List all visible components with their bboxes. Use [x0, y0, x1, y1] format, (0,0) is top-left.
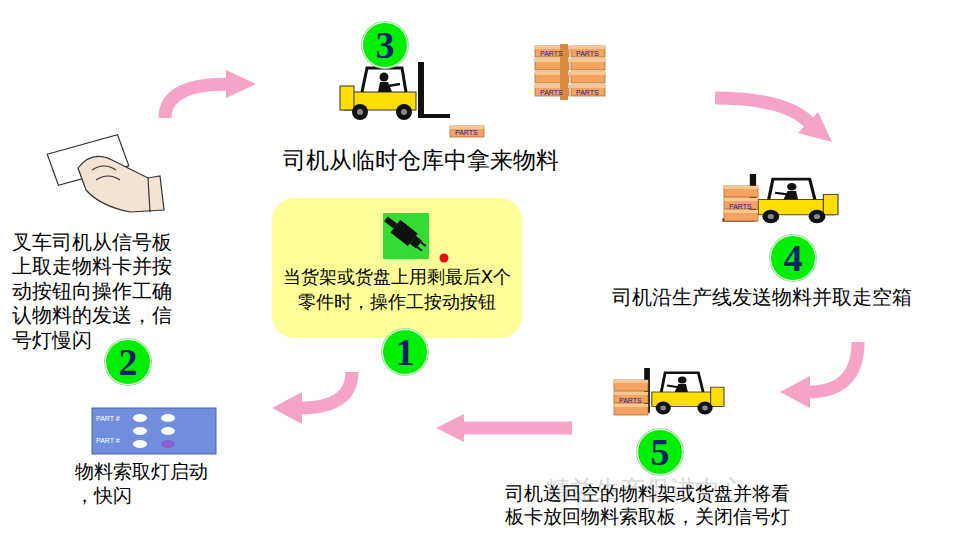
step-circle: 5 — [637, 429, 683, 475]
step-circle: 1 — [382, 329, 428, 375]
step-text: 司机沿生产线发送物料并取走空箱 — [612, 284, 942, 310]
note-box: 当货架或货盘上用剩最后X个零件时，操作工按动按钮 — [272, 198, 522, 338]
step-circle: 3 — [362, 22, 408, 68]
part-label: PARTS — [540, 89, 563, 96]
part-label: PARTS — [455, 129, 478, 136]
note-text: 当货架或货盘上用剩最后X个零件时，操作工按动按钮 — [278, 265, 516, 314]
step-text: 司机从临时仓库中拿来物料 — [283, 146, 583, 176]
step-number: 3 — [376, 23, 395, 67]
step-number: 2 — [119, 340, 138, 384]
step-number: 5 — [651, 430, 670, 474]
step-text: 司机送回空的物料架或货盘并将看板卡放回物料索取板，关闭信号灯 — [505, 482, 805, 528]
part-label: PART # — [96, 437, 120, 444]
step-number: 4 — [784, 236, 803, 280]
part-label: PARTS — [729, 203, 752, 210]
part-label: PARTS — [619, 397, 642, 404]
step-text: 叉车司机从信号板上取走物料卡并按动按钮向操作工确认物料的发送，信号灯慢闪 — [12, 230, 182, 352]
step-circle: 2 — [105, 339, 151, 385]
part-label: PART # — [96, 415, 120, 422]
part-label: PARTS — [540, 50, 563, 57]
step-text: 物料索取灯启动，快闪 — [75, 460, 217, 508]
part-label: PARTS — [576, 50, 599, 57]
part-label: PARTS — [576, 89, 599, 96]
step-circle: 4 — [770, 235, 816, 281]
step-number: 1 — [396, 330, 415, 374]
